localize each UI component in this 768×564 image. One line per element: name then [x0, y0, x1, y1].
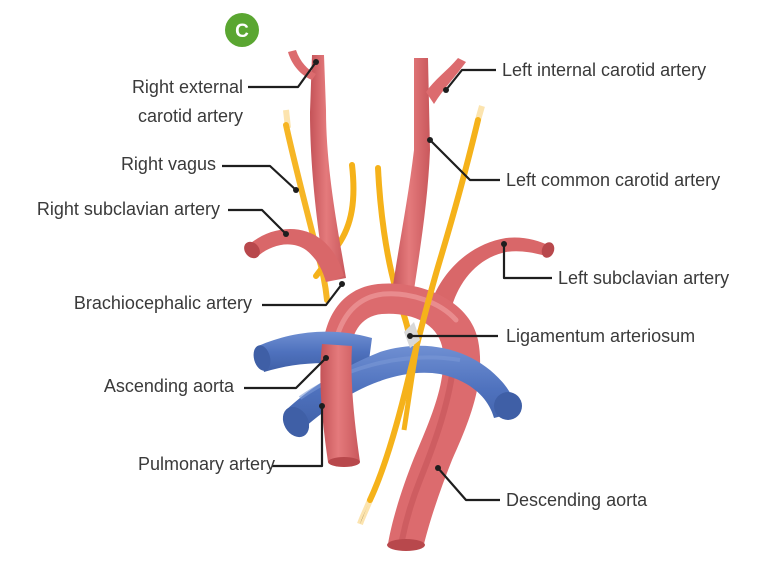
- label-right-vagus: Right vagus: [121, 154, 216, 174]
- pulmonary-trunk: [253, 331, 522, 438]
- label-right-external-carotid-line2: carotid artery: [138, 106, 243, 126]
- label-ascending-aorta: Ascending aorta: [104, 376, 235, 396]
- right-subclavian-artery: [244, 228, 344, 282]
- label-left-subclavian-artery: Left subclavian artery: [558, 268, 729, 288]
- label-ligamentum-arteriosum: Ligamentum arteriosum: [506, 326, 695, 346]
- left-common-carotid-artery: [392, 58, 466, 292]
- label-pulmonary-artery: Pulmonary artery: [138, 454, 275, 474]
- label-right-subclavian-artery: Right subclavian artery: [37, 199, 220, 219]
- left-subclavian-artery: [432, 237, 555, 306]
- label-brachiocephalic-artery: Brachiocephalic artery: [74, 293, 252, 313]
- label-left-internal-carotid-artery: Left internal carotid artery: [502, 60, 706, 80]
- label-left-common-carotid-artery: Left common carotid artery: [506, 170, 720, 190]
- aortic-arch: [322, 283, 481, 551]
- label-descending-aorta: Descending aorta: [506, 490, 648, 510]
- leader-lines: [222, 59, 552, 502]
- left-vagus-nerve: [375, 165, 411, 333]
- label-right-external-carotid-line1: Right external: [132, 77, 243, 97]
- badge-letter: C: [235, 21, 249, 42]
- section-badge: C: [225, 13, 259, 47]
- descending-aorta-end: [387, 539, 425, 551]
- ascending-aorta: [320, 344, 360, 467]
